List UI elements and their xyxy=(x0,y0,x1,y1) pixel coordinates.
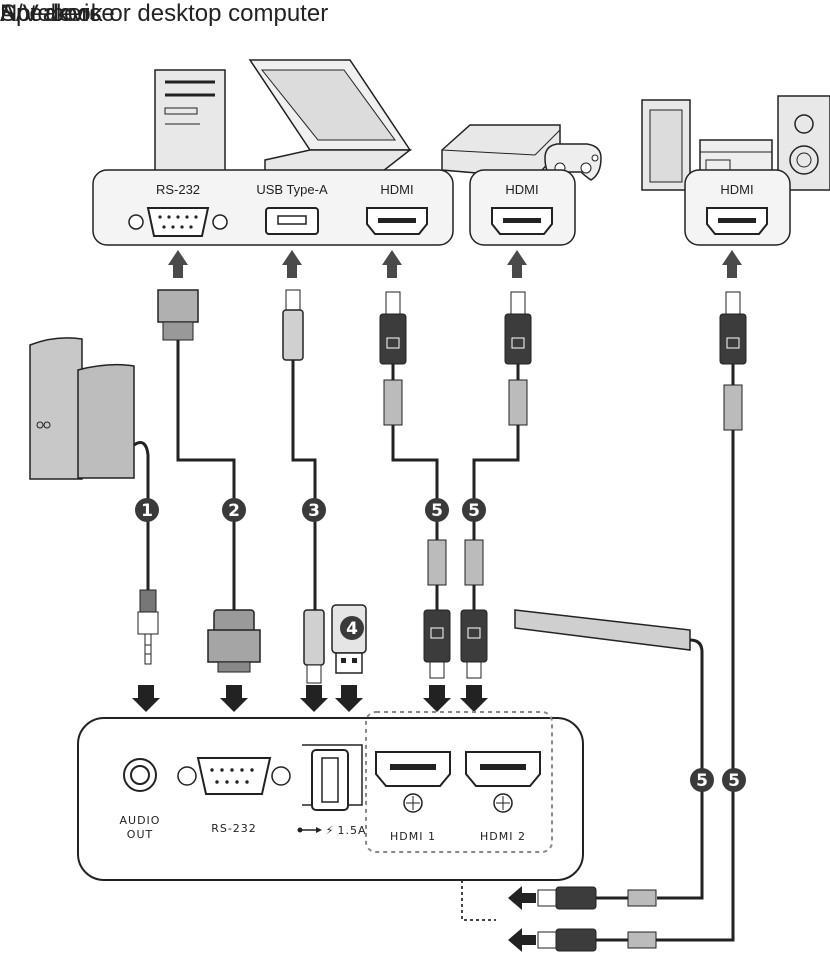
usb-port-icon xyxy=(265,207,319,235)
arrow-icon xyxy=(508,928,536,952)
arrow-icon xyxy=(220,685,248,712)
usb-power-label: 1.5A xyxy=(337,824,366,837)
laptop-icon xyxy=(248,59,413,186)
down-arrows xyxy=(132,685,488,712)
rs232-port-icon xyxy=(128,207,228,237)
heading-av-device: A/V device xyxy=(0,0,115,27)
hdmi-cable-av xyxy=(655,291,747,942)
badge-cable-2: 2 xyxy=(228,501,240,521)
hdmi-end-upper xyxy=(508,886,657,910)
arrow-icon xyxy=(507,250,527,278)
hdmi2-label: HDMI 2 xyxy=(480,830,526,843)
audio-out-port-icon xyxy=(123,758,157,792)
arrow-icon xyxy=(168,250,188,278)
arrow-icon xyxy=(423,685,451,712)
hdmi-group-outline xyxy=(365,711,553,853)
hdmi-cable-console xyxy=(460,291,532,679)
console-hdmi-port-icon xyxy=(491,207,553,235)
badge-cable-5c: 5 xyxy=(696,771,708,791)
badge-cable-5b: 5 xyxy=(468,501,480,521)
badge-cable-5a: 5 xyxy=(431,501,443,521)
hdmi-cable-computer xyxy=(379,291,451,679)
speaker-cable xyxy=(133,441,150,590)
up-arrows xyxy=(168,250,742,278)
av-hdmi-port-label: HDMI xyxy=(720,182,753,197)
usb-cable xyxy=(282,289,325,684)
arrow-icon xyxy=(382,250,402,278)
arrow-icon xyxy=(282,250,302,278)
arrow-icon xyxy=(300,685,328,712)
projector-hdmi2-port-icon xyxy=(465,751,541,813)
usb-port-label: USB Type-A xyxy=(256,182,328,197)
console-hdmi-port-label: HDMI xyxy=(505,182,538,197)
hdmi1-label: HDMI 1 xyxy=(390,830,436,843)
computer-hdmi-port-icon xyxy=(366,207,428,235)
badge-cable-4: 4 xyxy=(346,619,358,639)
rs232-cable xyxy=(157,289,261,673)
badge-cable-3: 3 xyxy=(308,501,320,521)
computer-hdmi-port-label: HDMI xyxy=(380,182,413,197)
projector-usb-port-icon xyxy=(302,744,363,811)
audio-jack-plug xyxy=(137,589,159,665)
heading-speakers: Speakers xyxy=(0,0,102,27)
rs232-port-label: RS-232 xyxy=(156,182,200,197)
projector-rs232-port-icon xyxy=(177,757,291,795)
hdmi-end-lower xyxy=(508,928,657,952)
game-console-icon xyxy=(441,124,602,181)
av-hdmi-port-icon xyxy=(706,207,768,235)
projector-rs232-label: RS-232 xyxy=(211,822,257,835)
dotted-leader xyxy=(461,880,496,921)
arrow-icon xyxy=(132,685,160,712)
hdmi-stick-icon xyxy=(514,609,704,900)
cable-number-badges: 1 2 3 4 5 5 5 5 xyxy=(135,498,746,792)
speakers-icon xyxy=(29,337,135,480)
arrow-icon xyxy=(460,685,488,712)
usb-icon xyxy=(297,827,322,833)
desktop-tower-icon xyxy=(154,69,226,179)
arrow-icon xyxy=(335,685,363,712)
audio-out-label-line2: OUT xyxy=(127,828,153,841)
heading-computer: Notebook or desktop computer xyxy=(0,0,329,27)
audio-out-label-line1: AUDIO xyxy=(120,814,161,827)
arrow-icon xyxy=(508,886,536,910)
badge-cable-1: 1 xyxy=(141,501,153,521)
lightning-icon: ⚡ xyxy=(326,824,335,837)
projector-hdmi1-port-icon xyxy=(375,751,451,813)
arrow-icon xyxy=(722,250,742,278)
badge-cable-5d: 5 xyxy=(728,771,740,791)
